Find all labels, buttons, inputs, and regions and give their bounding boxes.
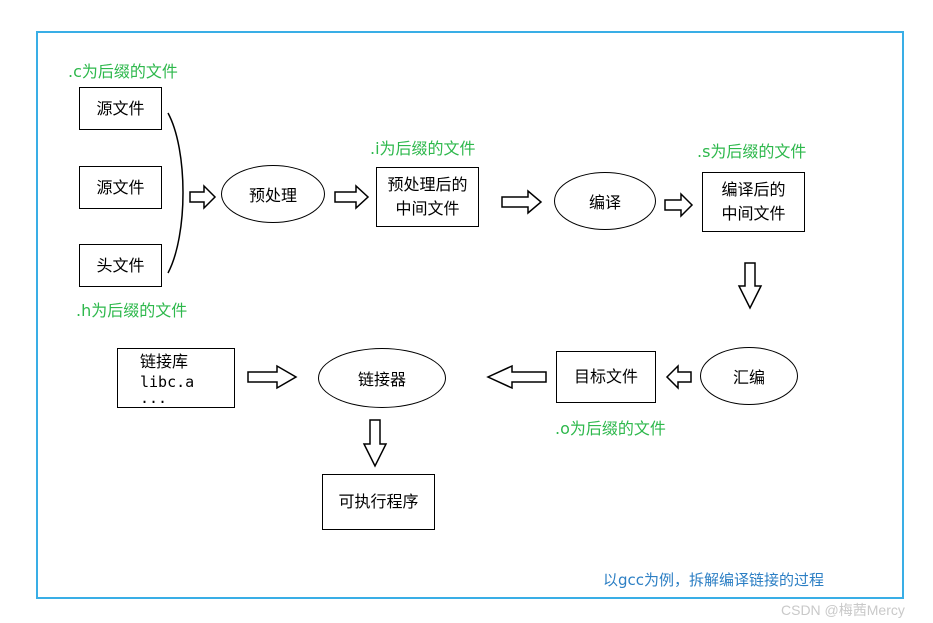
s-suffix-label: .s为后缀的文件	[697, 142, 807, 161]
watermark: CSDN @梅茜Mercy	[781, 602, 905, 618]
source-file-box: 源文件	[79, 166, 162, 209]
arrow-left-icon	[486, 364, 547, 390]
header-file-box: 头文件	[79, 244, 162, 287]
object-file-label: 目标文件	[573, 367, 638, 386]
arrow-right-icon	[247, 364, 298, 390]
h-suffix-label: .h为后缀的文件	[76, 301, 188, 320]
diagram-caption: 以gcc为例，拆解编译链接的过程	[603, 571, 825, 589]
library-more: ...	[140, 389, 168, 407]
library-item: libc.a	[140, 373, 195, 391]
linker-label: 链接器	[357, 370, 406, 389]
preprocessed-label-line2: 中间文件	[395, 199, 460, 218]
source-file-label: 源文件	[96, 177, 145, 197]
compiled-file-box: 编译后的 中间文件	[702, 172, 805, 232]
compile-label: 编译	[588, 193, 621, 212]
assemble-node: 汇编	[700, 347, 798, 405]
preprocessed-file-box: 预处理后的 中间文件	[376, 167, 479, 227]
brace-line	[167, 112, 184, 274]
diagram-frame	[36, 31, 904, 599]
arrow-right-icon	[664, 192, 694, 218]
i-suffix-label: .i为后缀的文件	[370, 139, 476, 158]
arrow-right-icon	[334, 184, 370, 210]
compile-node: 编译	[554, 172, 656, 230]
linker-node: 链接器	[318, 348, 446, 408]
arrow-right-icon	[189, 184, 217, 210]
source-file-box: 源文件	[79, 87, 162, 130]
arrow-down-icon	[362, 419, 388, 468]
o-suffix-label: .o为后缀的文件	[555, 419, 666, 438]
preprocessed-label-line1: 预处理后的	[387, 175, 468, 194]
executable-box: 可执行程序	[322, 474, 435, 530]
header-file-label: 头文件	[96, 255, 145, 275]
object-file-box: 目标文件	[556, 351, 656, 403]
arrow-down-icon	[737, 262, 763, 310]
preprocess-node: 预处理	[221, 165, 325, 223]
library-content: 链接库 libc.a ...	[118, 352, 234, 407]
executable-label: 可执行程序	[338, 492, 419, 511]
preprocess-label: 预处理	[248, 186, 297, 205]
arrow-right-icon	[501, 189, 543, 215]
library-title: 链接库	[140, 352, 189, 371]
arrow-left-icon	[665, 364, 692, 390]
source-file-label: 源文件	[96, 98, 145, 118]
library-box: 链接库 libc.a ...	[117, 348, 235, 408]
compiled-label-line2: 中间文件	[721, 204, 786, 223]
c-suffix-label: .c为后缀的文件	[68, 62, 178, 81]
compiled-label-line1: 编译后的	[721, 180, 786, 199]
assemble-label: 汇编	[732, 368, 765, 387]
